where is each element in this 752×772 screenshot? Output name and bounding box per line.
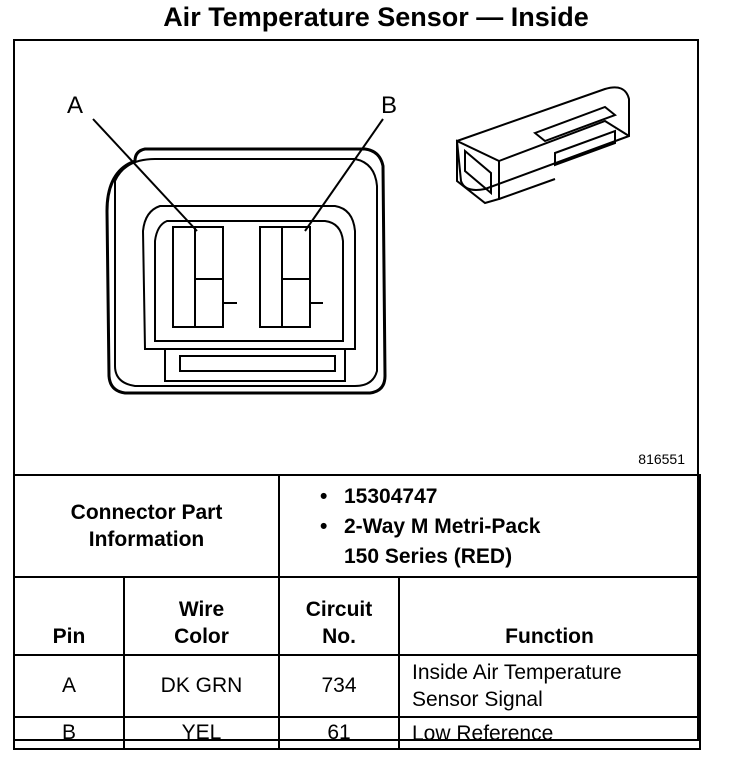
- wire-color-cell: YEL: [123, 716, 280, 750]
- connector-table: Connector Part Information • 15304747 • 2-…: [13, 474, 702, 750]
- function-cell: Inside Air Temperature Sensor Signal: [397, 654, 702, 718]
- bullet-icon: •: [320, 515, 328, 538]
- function-line: Inside Air Temperature: [412, 661, 622, 684]
- connector-part-details: • 15304747 • 2-Way M Metri-Pack 150 Series…: [277, 474, 702, 578]
- circuit-cell: 61: [278, 716, 400, 750]
- connector-description-2: 150 Series (RED): [344, 545, 513, 568]
- column-header-pin: Pin: [13, 576, 125, 656]
- function-cell: Low Reference: [397, 716, 702, 750]
- pin-cell: B: [13, 716, 125, 750]
- connector-part-header: Connector Part Information: [13, 474, 280, 578]
- figure-number: 816551: [638, 451, 685, 467]
- part-number: 15304747: [344, 485, 438, 508]
- pin-label-a: A: [67, 92, 83, 119]
- function-line: Sensor Signal: [412, 688, 543, 711]
- table-row: B YEL 61 Low Reference: [13, 716, 702, 750]
- pin-cell: A: [13, 654, 125, 718]
- column-header-wire-color: Wire Color: [123, 576, 280, 656]
- circuit-cell: 734: [278, 654, 400, 718]
- column-header-circuit: Circuit No.: [278, 576, 400, 656]
- bullet-icon: •: [320, 485, 328, 508]
- pin-label-b: B: [381, 92, 397, 119]
- connector-drawing: A B: [67, 86, 630, 395]
- connector-description-1: 2-Way M Metri-Pack: [344, 515, 541, 538]
- wire-color-cell: DK GRN: [123, 654, 280, 718]
- diagram-frame: A B 816551 Connector Part Information • 1…: [13, 39, 702, 750]
- connector-part-header-text: Connector Part Information: [70, 501, 223, 551]
- table-row: A DK GRN 734 Inside Air Temperature Sens…: [13, 654, 702, 718]
- page-title: Air Temperature Sensor — Inside: [163, 2, 589, 32]
- column-header-function: Function: [397, 576, 702, 656]
